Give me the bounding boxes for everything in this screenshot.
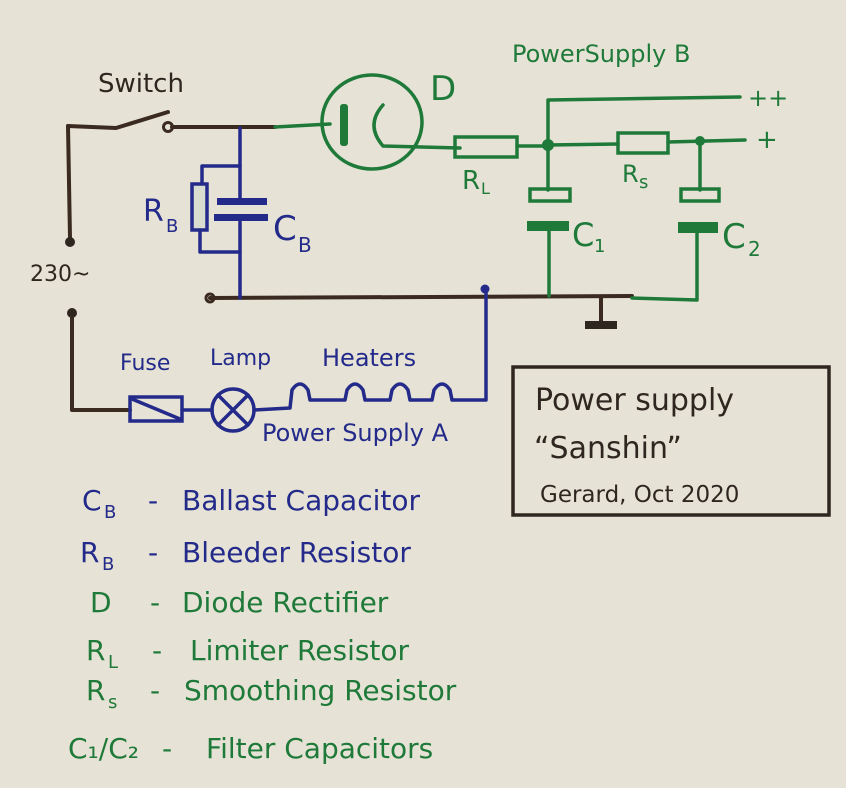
smoothing-resistor-symbol bbox=[616, 131, 670, 155]
plus-plus-label: ++ bbox=[748, 84, 788, 112]
rs-label: R bbox=[622, 160, 639, 188]
diode-anode-curve bbox=[372, 103, 462, 150]
legend-symbol: R bbox=[86, 634, 105, 667]
title-box: Power supply “Sanshin” Gerard, Oct 2020 bbox=[511, 365, 831, 517]
plus-label: + bbox=[756, 125, 778, 155]
title-box-border bbox=[511, 365, 831, 517]
ballast-capacitor-plate-bottom bbox=[214, 214, 268, 221]
c2-label-sub: 2 bbox=[748, 237, 761, 261]
c1-plate-positive bbox=[528, 187, 572, 203]
rb-label-sub: B bbox=[166, 216, 178, 237]
c1-plate-negative bbox=[527, 221, 569, 231]
ground-symbol-icon bbox=[585, 321, 617, 329]
c1-label: C bbox=[572, 216, 594, 254]
switch-label: Switch bbox=[98, 69, 184, 99]
ground-bus-end bbox=[204, 292, 216, 304]
legend-dash: - bbox=[150, 586, 160, 619]
ballast-capacitor-plate-top bbox=[217, 198, 267, 205]
plus-wire bbox=[666, 138, 747, 144]
bleeder-resistor-symbol bbox=[190, 182, 209, 232]
legend-symbol-sub: L bbox=[108, 652, 118, 673]
ground-bus bbox=[208, 294, 634, 300]
legend-symbol: C bbox=[82, 484, 102, 517]
c1-label-sub: 1 bbox=[594, 236, 605, 257]
switch-lever bbox=[66, 110, 170, 130]
c2-plate-negative bbox=[678, 222, 718, 233]
diode-rectifier-icon bbox=[320, 73, 424, 171]
rl-label: R bbox=[462, 166, 480, 196]
title-line-1: Power supply bbox=[535, 383, 734, 418]
limiter-resistor-symbol bbox=[453, 135, 519, 159]
mains-voltage-label: 230~ bbox=[30, 262, 90, 287]
legend-symbol-sub: s bbox=[108, 692, 117, 713]
legend-row: C₁/C₂- Filter Capacitors bbox=[68, 732, 433, 765]
legend-description: Bleeder Resistor bbox=[182, 536, 411, 569]
heaters-ground-node bbox=[480, 284, 490, 294]
heaters-coil-icon bbox=[252, 286, 488, 412]
c2-wire-bottom bbox=[630, 231, 699, 302]
legend-description: Smoothing Resistor bbox=[184, 674, 457, 707]
node-to-rs-wire bbox=[546, 142, 620, 147]
power-supply-a-label: Power Supply A bbox=[262, 419, 449, 447]
legend-description: Diode Rectifier bbox=[182, 586, 389, 619]
fuse-slash bbox=[130, 397, 182, 421]
legend-symbol: R bbox=[86, 674, 105, 707]
rb-wire bbox=[200, 164, 242, 188]
power-supply-a: Fuse Lamp Heaters Power Supply A bbox=[120, 284, 490, 447]
legend-description: Limiter Resistor bbox=[190, 634, 410, 667]
lamp-cross bbox=[216, 393, 250, 427]
title-line-3: Gerard, Oct 2020 bbox=[540, 482, 739, 508]
fuse-label: Fuse bbox=[120, 351, 170, 376]
legend-dash: - bbox=[152, 634, 162, 667]
legend-symbol: C₁/C₂ bbox=[68, 732, 139, 765]
legend-symbol-sub: B bbox=[102, 554, 114, 575]
legend-dash: - bbox=[150, 674, 160, 707]
legend-dash: - bbox=[162, 732, 172, 765]
lamp-label: Lamp bbox=[210, 346, 271, 371]
ballast-section: R B C B bbox=[143, 126, 312, 300]
legend-dash: - bbox=[148, 484, 158, 517]
power-supply-b-label: PowerSupply B bbox=[512, 40, 690, 68]
legend-description: Filter Capacitors bbox=[206, 732, 433, 765]
legend-symbol: R bbox=[80, 536, 99, 569]
mains-wire-left-bottom bbox=[70, 316, 132, 412]
mains-wiring bbox=[65, 110, 634, 412]
power-supply-b: D PowerSupply B ++ + R L R s C 1 C 2 bbox=[273, 40, 788, 302]
legend-dash: - bbox=[148, 536, 158, 569]
mains-terminal-bottom bbox=[67, 308, 77, 318]
heaters-label: Heaters bbox=[322, 344, 416, 372]
cb-label: C bbox=[273, 209, 297, 249]
mains-wire-left-top bbox=[66, 124, 72, 240]
plus-plus-wire bbox=[546, 95, 742, 147]
rl-label-sub: L bbox=[481, 179, 490, 198]
c2-plate-positive bbox=[679, 187, 721, 203]
c2-label: C bbox=[722, 217, 746, 257]
diode-cathode bbox=[340, 104, 348, 146]
rb-wire-bottom bbox=[198, 228, 242, 254]
mains-terminal-top bbox=[65, 237, 75, 247]
legend-symbol: D bbox=[90, 586, 112, 619]
title-line-2: “Sanshin” bbox=[534, 431, 682, 466]
legend-symbol-sub: B bbox=[104, 502, 116, 523]
rb-label: R bbox=[143, 194, 164, 229]
rs-label-sub: s bbox=[639, 172, 648, 193]
diode-label: D bbox=[430, 69, 456, 109]
cb-label-sub: B bbox=[298, 233, 312, 257]
legend-description: Ballast Capacitor bbox=[182, 484, 420, 517]
legend-row: D -Diode Rectifier bbox=[90, 586, 389, 619]
